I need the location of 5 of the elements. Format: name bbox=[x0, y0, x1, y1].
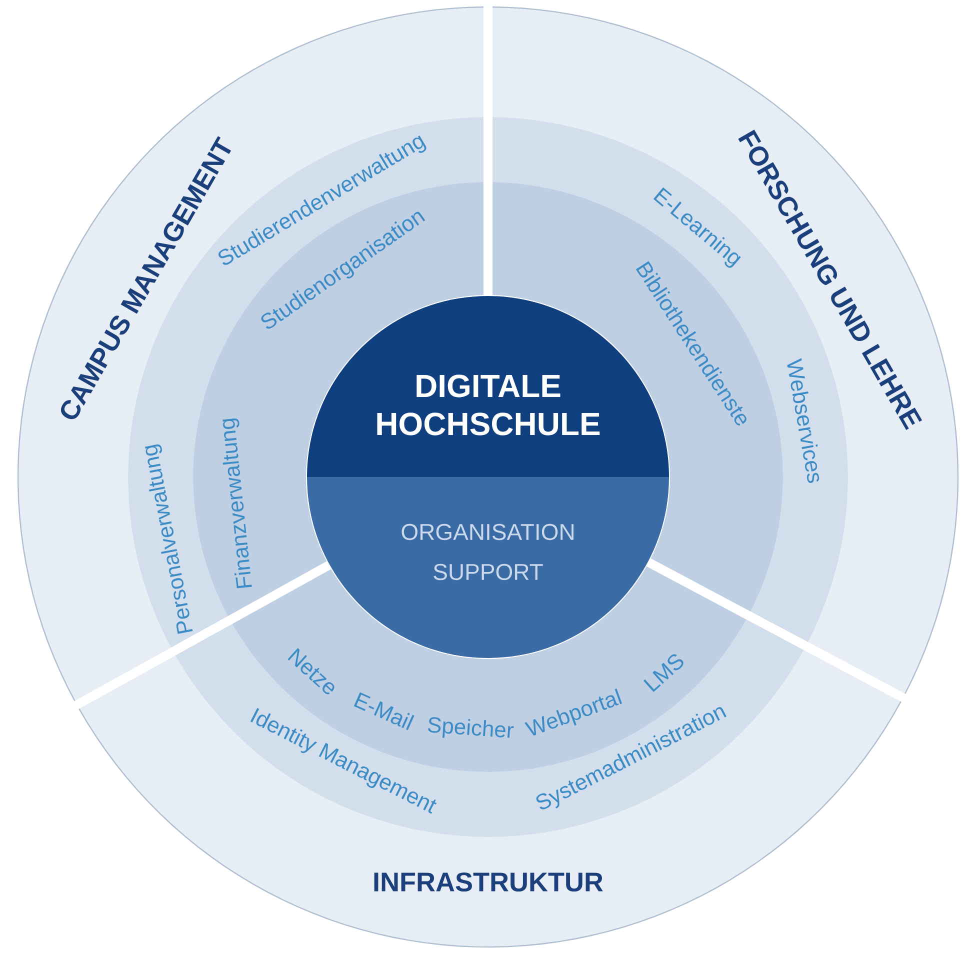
hub-bottom-half: ORGANISATION SUPPORT bbox=[307, 477, 669, 658]
item-label: Finanzverwaltung bbox=[222, 418, 252, 588]
item-label: Webservices bbox=[787, 358, 820, 483]
item-label: Speicher bbox=[428, 717, 514, 738]
sector-heading: INFRASTRUKTUR bbox=[374, 872, 603, 892]
